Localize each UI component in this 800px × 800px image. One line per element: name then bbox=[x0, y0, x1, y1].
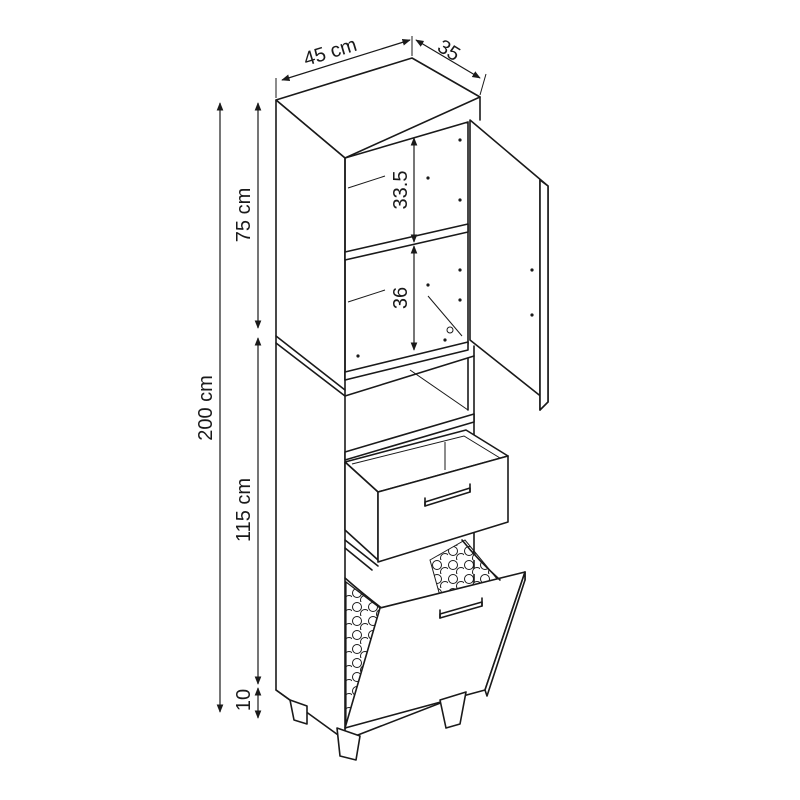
upper-height-label: 75 cm bbox=[233, 188, 255, 242]
dimension-lines bbox=[216, 36, 487, 719]
open-niche bbox=[344, 355, 475, 461]
cabinet-body bbox=[275, 57, 481, 741]
total-height-label: 200 cm bbox=[195, 375, 217, 441]
drawer bbox=[344, 429, 509, 571]
laundry-basket bbox=[344, 539, 526, 730]
lower-shelf-label: 36 bbox=[390, 287, 412, 309]
cabinet-legs bbox=[289, 691, 467, 761]
depth-label: 35 bbox=[433, 36, 464, 66]
upper-shelf-label: 33.5 bbox=[390, 171, 412, 210]
upper-door bbox=[469, 119, 549, 411]
lower-height-label: 115 cm bbox=[233, 478, 255, 542]
upper-compartment bbox=[344, 121, 469, 381]
leg-height-label: 10 bbox=[233, 689, 255, 711]
